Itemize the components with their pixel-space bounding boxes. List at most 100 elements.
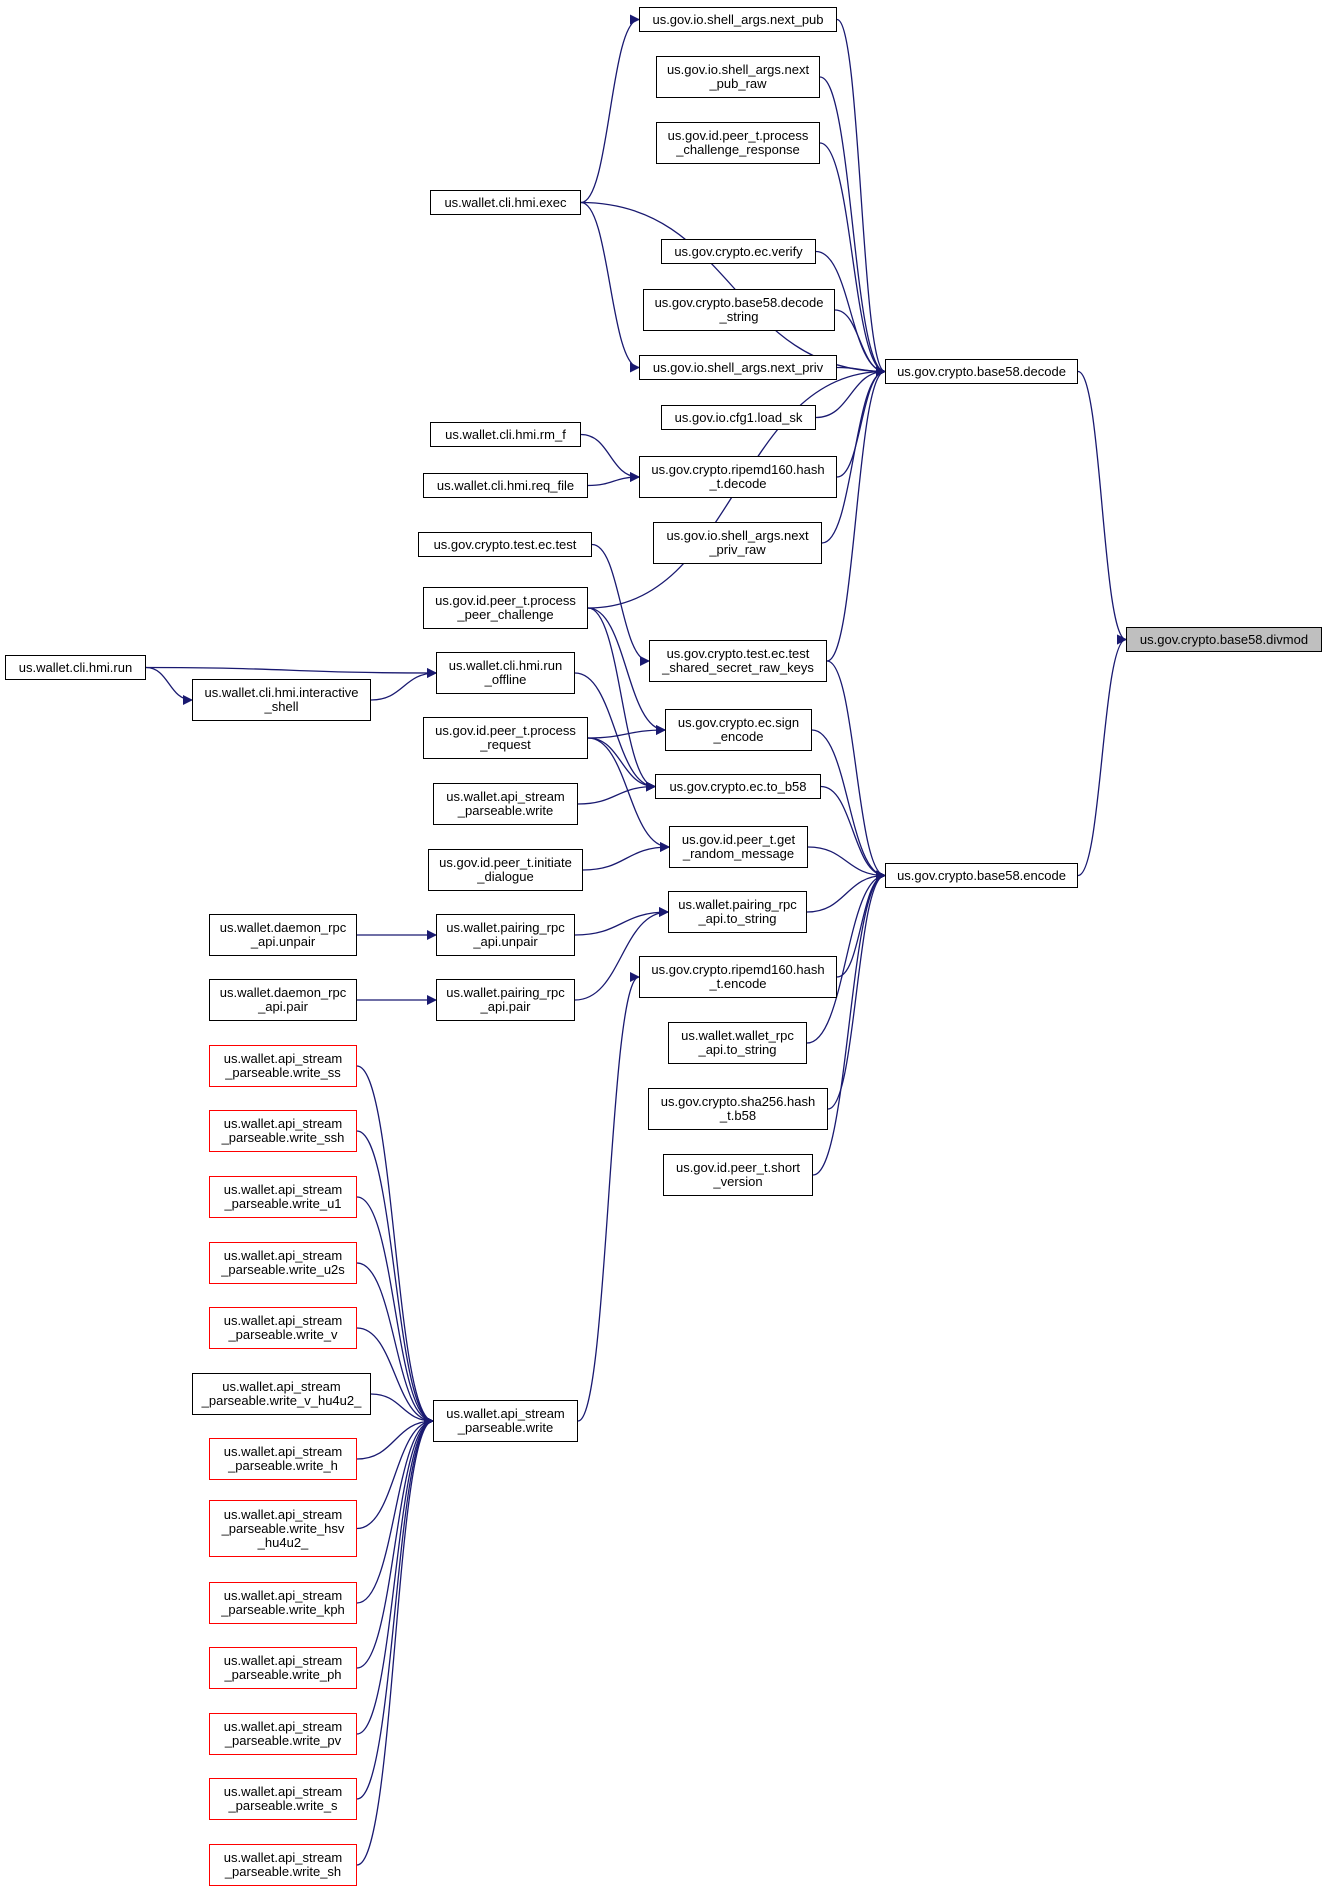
edge-write-pv-to-api-write-big (356, 1416, 434, 1735)
node-write-ss[interactable]: us.wallet.api_stream _parseable.write_ss (209, 1045, 357, 1087)
edge-next-pub-to-decode (836, 18, 886, 377)
edge-encode-to-divmod (1077, 634, 1127, 877)
edge-hmi-run-offline-to-to-b58 (574, 672, 656, 792)
node-interactive-shell[interactable]: us.wallet.cli.hmi.interactive _shell (192, 679, 371, 721)
node-divmod: us.gov.crypto.base58.divmod (1126, 627, 1322, 652)
edge-write-sh-to-api-write-big (356, 1416, 434, 1866)
node-api-write-small[interactable]: us.wallet.api_stream _parseable.write (433, 783, 578, 825)
node-encode[interactable]: us.gov.crypto.base58.encode (885, 863, 1078, 888)
edge-pairing-pair-to-pairing-to-string (574, 907, 669, 1001)
node-ripemd-decode[interactable]: us.gov.crypto.ripemd160.hash _t.decode (639, 456, 837, 498)
node-process-challenge-response[interactable]: us.gov.id.peer_t.process _challenge_resp… (656, 122, 820, 164)
node-initiate-dialogue[interactable]: us.gov.id.peer_t.initiate _dialogue (428, 849, 583, 891)
edge-write-v-to-api-write-big (356, 1327, 434, 1426)
edge-write-kph-to-api-write-big (356, 1416, 434, 1604)
node-write-h[interactable]: us.wallet.api_stream _parseable.write_h (209, 1438, 357, 1480)
node-daemon-unpair[interactable]: us.wallet.daemon_rpc _api.unpair (209, 914, 357, 956)
edge-decode-string-to-decode (834, 309, 886, 377)
edge-get-random-message-to-encode (807, 846, 886, 881)
edge-sign-encode-to-encode (811, 729, 886, 881)
edge-load-sk-to-decode (815, 366, 886, 419)
node-write-s[interactable]: us.wallet.api_stream _parseable.write_s (209, 1778, 357, 1820)
edge-test-shared-secret-to-encode (826, 660, 886, 881)
node-write-hsv-hu4u2[interactable]: us.wallet.api_stream _parseable.write_hs… (209, 1500, 357, 1557)
node-hmi-run[interactable]: us.wallet.cli.hmi.run (5, 655, 146, 680)
edge-hmi-run-to-interactive-shell (145, 666, 193, 705)
edge-next-pub-raw-to-decode (819, 76, 886, 377)
node-decode-string[interactable]: us.gov.crypto.base58.decode _string (643, 289, 835, 331)
node-to-b58[interactable]: us.gov.crypto.ec.to_b58 (655, 774, 821, 799)
edge-write-ph-to-api-write-big (356, 1416, 434, 1669)
node-daemon-pair[interactable]: us.wallet.daemon_rpc _api.pair (209, 979, 357, 1021)
edge-hmi-exec-to-decode (580, 201, 886, 377)
edge-hmi-exec-to-next-pub (580, 14, 640, 204)
edge-req-file-to-ripemd-decode (587, 472, 640, 487)
edge-write-hsv-hu4u2-to-api-write-big (356, 1416, 434, 1530)
edge-write-s-to-api-write-big (356, 1416, 434, 1800)
node-rm-f[interactable]: us.wallet.cli.hmi.rm_f (430, 422, 581, 447)
node-pairing-unpair[interactable]: us.wallet.pairing_rpc _api.unpair (436, 914, 575, 956)
node-hmi-exec[interactable]: us.wallet.cli.hmi.exec (430, 190, 581, 215)
edge-process-request-to-sign-encode (587, 725, 666, 739)
edge-write-ssh-to-api-write-big (356, 1130, 434, 1426)
edge-next-priv-raw-to-decode (821, 366, 886, 544)
node-req-file[interactable]: us.wallet.cli.hmi.req_file (423, 473, 588, 498)
edge-write-u2s-to-api-write-big (356, 1262, 434, 1426)
node-write-pv[interactable]: us.wallet.api_stream _parseable.write_pv (209, 1713, 357, 1755)
node-process-request[interactable]: us.gov.id.peer_t.process _request (423, 717, 588, 759)
node-api-write-big[interactable]: us.wallet.api_stream _parseable.write (433, 1400, 578, 1442)
node-sign-encode[interactable]: us.gov.crypto.ec.sign _encode (665, 709, 812, 751)
node-pairing-to-string[interactable]: us.wallet.pairing_rpc _api.to_string (668, 891, 807, 933)
node-short-version[interactable]: us.gov.id.peer_t.short _version (663, 1154, 813, 1196)
node-next-priv-raw[interactable]: us.gov.io.shell_args.next _priv_raw (653, 522, 822, 564)
edge-process-peer-challenge-to-to-b58 (587, 607, 656, 792)
edge-write-h-to-api-write-big (356, 1416, 434, 1460)
edge-process-peer-challenge-to-sign-encode (587, 607, 666, 735)
edge-interactive-shell-to-hmi-run-offline (370, 668, 437, 701)
edge-api-write-small-to-to-b58 (577, 781, 656, 805)
node-test-shared-secret[interactable]: us.gov.crypto.test.ec.test _shared_secre… (649, 640, 827, 682)
node-ec-verify[interactable]: us.gov.crypto.ec.verify (661, 239, 816, 264)
node-next-pub-raw[interactable]: us.gov.io.shell_args.next _pub_raw (656, 56, 820, 98)
node-sha256-b58[interactable]: us.gov.crypto.sha256.hash _t.b58 (648, 1088, 828, 1130)
node-next-priv[interactable]: us.gov.io.shell_args.next_priv (639, 355, 837, 380)
node-write-ph[interactable]: us.wallet.api_stream _parseable.write_ph (209, 1647, 357, 1689)
edge-ripemd-decode-to-decode (836, 366, 886, 478)
node-hmi-run-offline[interactable]: us.wallet.cli.hmi.run _offline (436, 652, 575, 694)
edge-test-shared-secret-to-decode (826, 366, 886, 662)
edge-api-write-big-to-ripemd-encode (577, 972, 640, 1422)
node-write-ssh[interactable]: us.wallet.api_stream _parseable.write_ss… (209, 1110, 357, 1152)
node-write-u2s[interactable]: us.wallet.api_stream _parseable.write_u2… (209, 1242, 357, 1284)
node-test-ec-test[interactable]: us.gov.crypto.test.ec.test (418, 532, 592, 557)
edge-to-b58-to-encode (820, 785, 886, 881)
node-wallet-to-string[interactable]: us.wallet.wallet_rpc _api.to_string (668, 1022, 807, 1064)
node-ripemd-encode[interactable]: us.gov.crypto.ripemd160.hash _t.encode (639, 956, 837, 998)
edge-initiate-dialogue-to-get-random-message (582, 842, 670, 871)
node-write-kph[interactable]: us.wallet.api_stream _parseable.write_kp… (209, 1582, 357, 1624)
node-write-sh[interactable]: us.wallet.api_stream _parseable.write_sh (209, 1844, 357, 1886)
edge-pairing-unpair-to-pairing-to-string (574, 907, 669, 936)
node-write-u1[interactable]: us.wallet.api_stream _parseable.write_u1 (209, 1176, 357, 1218)
edge-hmi-run-to-hmi-run-offline (145, 666, 437, 678)
edge-hmi-exec-to-next-priv (580, 201, 640, 373)
edge-process-request-to-get-random-message (587, 737, 670, 852)
edge-process-challenge-response-to-decode (819, 142, 886, 377)
node-load-sk[interactable]: us.gov.io.cfg1.load_sk (661, 405, 816, 430)
node-write-v[interactable]: us.wallet.api_stream _parseable.write_v (209, 1307, 357, 1349)
node-decode[interactable]: us.gov.crypto.base58.decode (885, 359, 1078, 384)
node-pairing-pair[interactable]: us.wallet.pairing_rpc _api.pair (436, 979, 575, 1021)
node-get-random-message[interactable]: us.gov.id.peer_t.get _random_message (669, 826, 808, 868)
edge-decode-to-divmod (1077, 370, 1127, 645)
edge-pairing-to-string-to-encode (806, 870, 886, 913)
edge-rm-f-to-ripemd-decode (580, 433, 640, 482)
node-write-v-hu4u2[interactable]: us.wallet.api_stream _parseable.write_v_… (192, 1373, 371, 1415)
edge-test-ec-test-to-test-shared-secret (591, 543, 650, 666)
node-next-pub[interactable]: us.gov.io.shell_args.next_pub (639, 7, 837, 32)
edge-write-u1-to-api-write-big (356, 1196, 434, 1426)
edge-write-ss-to-api-write-big (356, 1065, 434, 1426)
edge-short-version-to-encode (812, 870, 886, 1176)
node-process-peer-challenge[interactable]: us.gov.id.peer_t.process _peer_challenge (423, 587, 588, 629)
edge-sha256-b58-to-encode (827, 870, 886, 1110)
edge-wallet-to-string-to-encode (806, 870, 886, 1044)
